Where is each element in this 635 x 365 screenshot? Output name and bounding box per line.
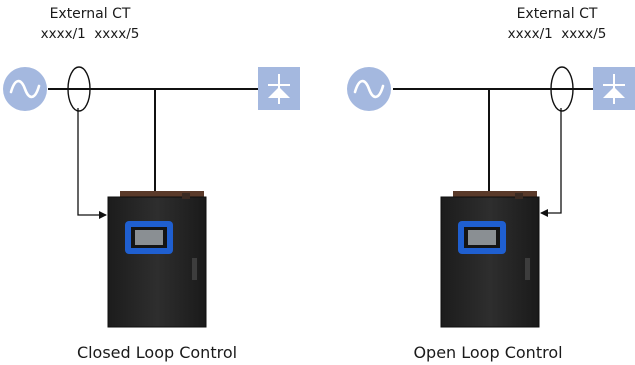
ct-ratio: xxxx/1 xxxx/5 — [507, 26, 607, 42]
panel-caption: Open Loop Control — [413, 343, 563, 362]
ct-ratio: xxxx/1 xxxx/5 — [40, 26, 140, 42]
current-transformer-icon — [550, 66, 574, 112]
panel-caption: Closed Loop Control — [76, 343, 238, 362]
ct-title: External CT — [516, 6, 598, 22]
ct-feedback-line — [540, 108, 562, 217]
diode-icon — [258, 67, 300, 110]
ac-source-icon — [3, 67, 47, 111]
ct-feedback-line — [77, 108, 107, 219]
diode-icon — [593, 67, 635, 110]
ct-title: External CT — [49, 6, 131, 22]
controller-cabinet — [440, 191, 540, 328]
closed-loop-panel — [3, 66, 300, 328]
open-loop-panel — [347, 66, 635, 328]
controller-cabinet — [107, 191, 207, 328]
current-transformer-icon — [67, 66, 91, 112]
ac-source-icon — [347, 67, 391, 111]
